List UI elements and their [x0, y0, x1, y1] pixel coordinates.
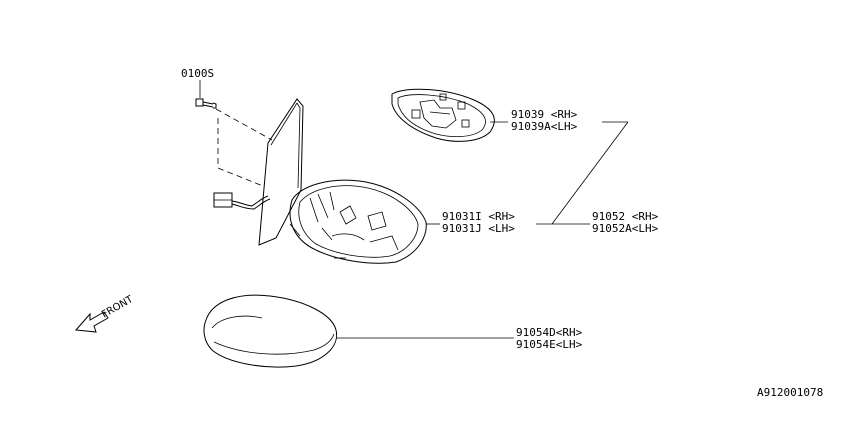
part-labels: 91039 <RH> 91039A<LH> 91031I <RH> 91031J… [442, 108, 823, 399]
holder-lh-label: 91039A<LH> [511, 120, 578, 133]
front-arrow-icon: FRONT [74, 294, 136, 333]
front-label: FRONT [100, 294, 136, 321]
assy-rh-label: 91052 <RH> [592, 210, 659, 223]
cover-lh-label: 91054E<LH> [516, 338, 583, 351]
mirror-housing [289, 179, 427, 264]
leader-lines [336, 121, 629, 339]
wire-connector [213, 192, 271, 210]
bolt-label: 0100S [181, 67, 214, 80]
assy-lh-label: 91052A<LH> [592, 222, 659, 235]
mirror-lh-label: 91031J <LH> [442, 222, 515, 235]
diagram-id: A912001078 [757, 386, 823, 399]
mirror-base-plate [258, 98, 304, 246]
mirror-rh-label: 91031I <RH> [442, 210, 515, 223]
mirror-cover [203, 294, 338, 368]
mirror-holder [391, 88, 495, 142]
cover-rh-label: 91054D<RH> [516, 326, 583, 339]
holder-rh-label: 91039 <RH> [511, 108, 578, 121]
bolt-guide-lines [215, 108, 273, 187]
bolt-part: 0100S [181, 67, 217, 109]
